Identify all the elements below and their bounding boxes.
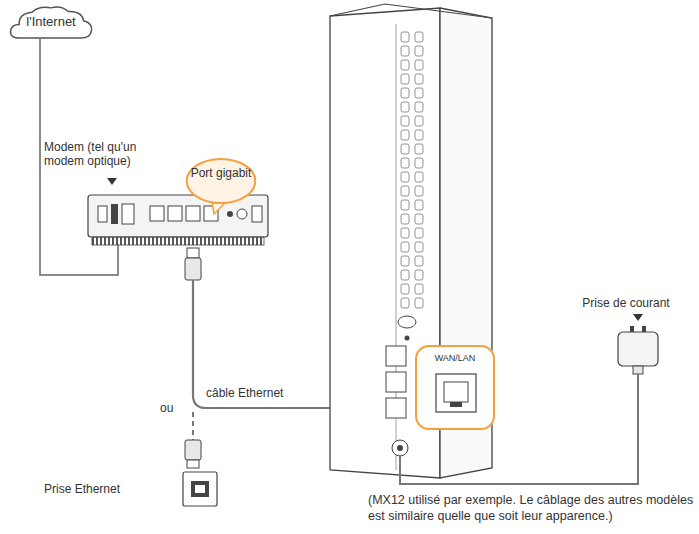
node-label: WAN/LAN xyxy=(419,353,491,364)
caption: (MX12 utilisé par exemple. Le câblage de… xyxy=(368,493,694,524)
node-label: Prise Ethernet xyxy=(44,482,164,496)
pointer-triangle xyxy=(107,178,117,185)
power-node: Prise de courant xyxy=(558,296,694,368)
ethernet-jack xyxy=(183,472,217,506)
ellipse-outline xyxy=(186,158,256,204)
jack-node: Prise Ethernet xyxy=(40,472,220,508)
modem-body xyxy=(88,195,268,245)
port-bubble: WAN/LAN xyxy=(415,345,495,430)
cable-label: câble Ethernet xyxy=(206,386,283,401)
node-label: l'Internet xyxy=(14,14,88,30)
callout-bubble: Port gigabit xyxy=(186,158,256,204)
cloud-node: l'Internet xyxy=(8,5,94,41)
bubble-ground xyxy=(415,345,495,430)
enlarged-port xyxy=(436,374,476,412)
power-adapter xyxy=(400,314,658,484)
node-label: Prise de courant xyxy=(558,296,694,310)
node-label: Port gigabit xyxy=(190,166,252,180)
node-label: Modem (tel qu'un modem optique) xyxy=(44,140,162,169)
router-tower xyxy=(330,4,492,478)
or-label: ou xyxy=(160,401,173,416)
